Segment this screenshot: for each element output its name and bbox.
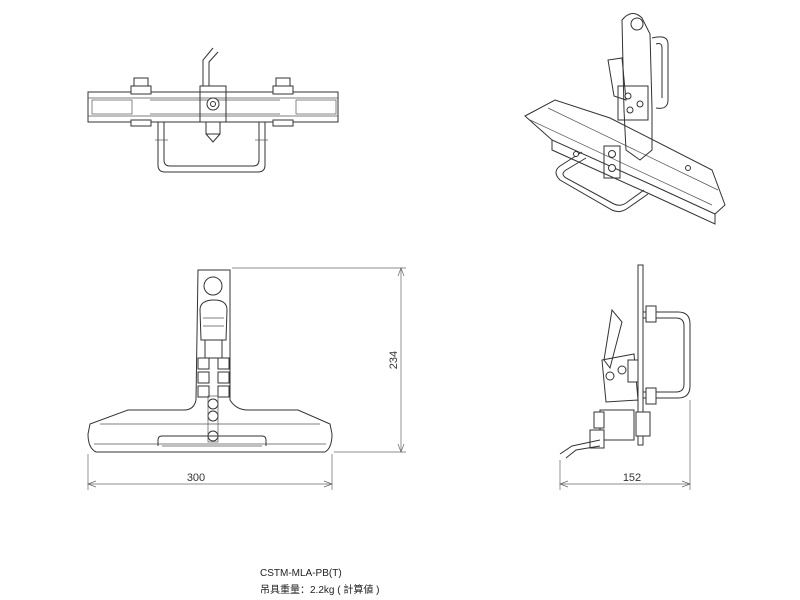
- height-dimension: 234: [232, 267, 406, 453]
- side-view: [559, 264, 691, 459]
- side-width-label: 152: [623, 472, 641, 484]
- front-bolts: [197, 357, 230, 442]
- width-dimension: 300: [87, 454, 333, 490]
- height-label: 234: [388, 351, 400, 369]
- top-bolt: [130, 77, 294, 127]
- top-view: [87, 47, 339, 173]
- isometric-view: [524, 13, 726, 225]
- side-width-dimension: 152: [559, 400, 691, 490]
- width-label: 300: [187, 472, 205, 484]
- weight-note: 吊具重量：2.2kg ( 計算値 ): [260, 585, 380, 596]
- front-view: [87, 269, 333, 453]
- model-code: CSTM-MLA-PB(T): [260, 568, 342, 579]
